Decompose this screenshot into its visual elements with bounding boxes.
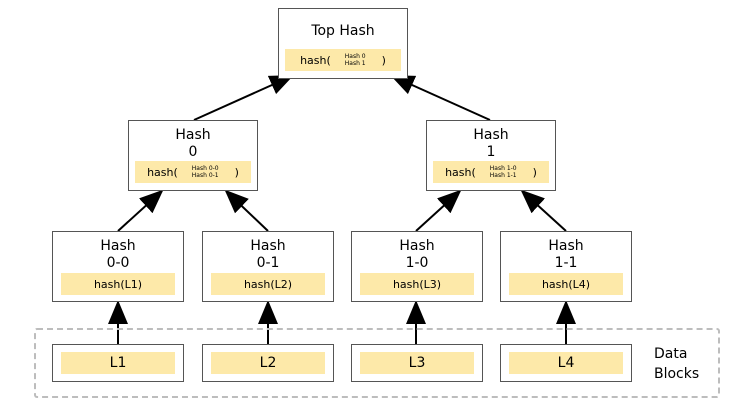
hash-0-node: Hash 0 hash( Hash 0-0 Hash 0-1 ) <box>128 120 258 191</box>
leaf-subtitle: 1-0 <box>405 255 429 271</box>
leaf-hash-function: hash(L4) <box>509 273 623 295</box>
leaf-hash-function: hash(L2) <box>211 273 325 295</box>
hash-0-1-node: Hash 0-1 hash(L2) <box>202 231 334 302</box>
hash-1-function: hash( Hash 1-0 Hash 1-1 ) <box>433 161 549 183</box>
input-b: Hash 1 <box>344 60 366 67</box>
hash-0-0-node: Hash 0-0 hash(L1) <box>52 231 184 302</box>
leaf-subtitle: 0-0 <box>106 255 130 271</box>
block-label: L4 <box>509 352 623 374</box>
data-block-l3: L3 <box>351 344 483 382</box>
input-b: Hash 1-1 <box>489 172 517 179</box>
data-blocks-label: Data Blocks <box>654 344 699 384</box>
block-label: L2 <box>211 352 325 374</box>
hash-fn-label: hash( <box>147 165 178 179</box>
data-block-l4: L4 <box>500 344 632 382</box>
arrow-hash01-to-hash0 <box>224 189 269 232</box>
data-block-l2: L2 <box>202 344 334 382</box>
leaf-hash-function: hash(L3) <box>360 273 474 295</box>
hash-1-node: Hash 1 hash( Hash 1-0 Hash 1-1 ) <box>426 120 556 191</box>
leaf-title: Hash <box>100 238 136 254</box>
close-paren: ) <box>532 165 537 179</box>
top-hash-title: Top Hash <box>311 23 375 39</box>
hash-0-title: Hash <box>175 127 211 143</box>
input-a: Hash 0 <box>344 53 366 60</box>
arrow-hash00-to-hash0 <box>117 189 164 232</box>
block-label: L3 <box>360 352 474 374</box>
arrow-hash0-to-top <box>193 75 294 121</box>
data-blocks-region <box>34 328 720 398</box>
top-hash-function: hash( Hash 0 Hash 1 ) <box>285 49 401 71</box>
arrow-hash1-to-top <box>390 75 491 121</box>
hash-inputs: Hash 0 Hash 1 <box>345 53 366 67</box>
leaf-hash-function: hash(L1) <box>61 273 175 295</box>
hash-fn-label: hash( <box>445 165 476 179</box>
hash-1-0-node: Hash 1-0 hash(L3) <box>351 231 483 302</box>
leaf-subtitle: 1-1 <box>554 255 578 271</box>
leaf-subtitle: 0-1 <box>256 255 280 271</box>
arrow-hash10-to-hash1 <box>415 189 462 232</box>
hash-fn-label: hash( <box>300 53 331 67</box>
input-a: Hash 0-0 <box>191 165 219 172</box>
input-a: Hash 1-0 <box>489 165 517 172</box>
top-hash-node: Top Hash hash( Hash 0 Hash 1 ) <box>278 8 408 79</box>
leaf-title: Hash <box>250 238 286 254</box>
block-label: L1 <box>61 352 175 374</box>
hash-0-subtitle: 0 <box>188 144 198 160</box>
data-block-l1: L1 <box>52 344 184 382</box>
hash-inputs: Hash 1-0 Hash 1-1 <box>490 165 517 179</box>
arrow-hash11-to-hash1 <box>520 189 567 232</box>
data-blocks-label-line1: Data <box>654 346 688 362</box>
data-blocks-label-line2: Blocks <box>654 366 700 382</box>
leaf-title: Hash <box>399 238 435 254</box>
close-paren: ) <box>234 165 239 179</box>
close-paren: ) <box>381 53 386 67</box>
input-b: Hash 0-1 <box>191 172 219 179</box>
hash-1-subtitle: 1 <box>486 144 496 160</box>
hash-0-function: hash( Hash 0-0 Hash 0-1 ) <box>135 161 251 183</box>
hash-1-title: Hash <box>473 127 509 143</box>
hash-inputs: Hash 0-0 Hash 0-1 <box>192 165 219 179</box>
leaf-title: Hash <box>548 238 584 254</box>
hash-1-1-node: Hash 1-1 hash(L4) <box>500 231 632 302</box>
